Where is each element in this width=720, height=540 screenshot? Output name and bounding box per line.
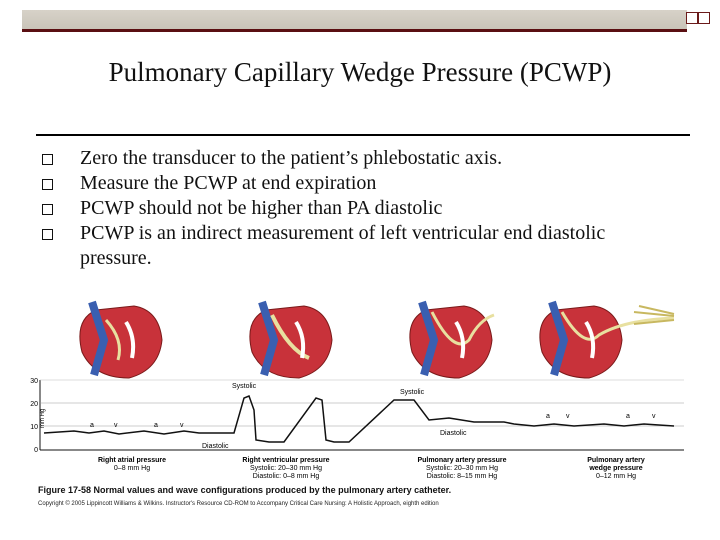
- bullet-text: Measure the PCWP at end expiration: [80, 172, 377, 194]
- segment-range: wedge pressure: [588, 465, 642, 472]
- segment-range: 0–8 mm Hg: [114, 465, 150, 472]
- square-bullet-icon: [42, 204, 53, 215]
- wave-letter: v: [180, 422, 184, 429]
- pressure-axis: 30 20 10 0 mm Hg: [30, 378, 684, 454]
- segment-range: Diastolic: 8–15 mm Hg: [427, 473, 498, 480]
- wave-letter: a: [90, 422, 94, 429]
- figure-caption: Figure 17-58 Normal values and wave conf…: [38, 485, 452, 495]
- segment-range: 0–12 mm Hg: [596, 473, 636, 480]
- segment-label: Pulmonary artery pressure: [417, 457, 506, 464]
- segment-label: Pulmonary artery: [587, 457, 645, 464]
- wave-letter: a: [546, 413, 550, 420]
- y-axis-unit: mm Hg: [40, 409, 46, 428]
- heart-illustration-pulmonary-artery: [409, 300, 495, 379]
- bullet-item: PCWP should not be higher than PA diasto…: [40, 196, 680, 221]
- bullet-text: PCWP should not be higher than PA diasto…: [80, 197, 443, 219]
- segment-range: Systolic: 20–30 mm Hg: [426, 465, 498, 472]
- segment-label: Right ventricular pressure: [242, 457, 329, 464]
- systolic-label: Systolic: [232, 383, 257, 390]
- square-bullet-icon: [42, 179, 53, 190]
- slide-title: Pulmonary Capillary Wedge Pressure (PCWP…: [108, 57, 612, 87]
- y-tick-label: 10: [30, 424, 38, 431]
- square-bullet-icon: [42, 229, 53, 240]
- bullet-text: PCWP is an indirect measurement of left …: [80, 222, 606, 269]
- heart-illustration-right-atrium: [79, 300, 163, 379]
- segment-range: Diastolic: 0–8 mm Hg: [253, 473, 320, 480]
- wave-letter: v: [114, 422, 118, 429]
- slide-top-bar: [22, 10, 687, 32]
- segment-range: Systolic: 20–30 mm Hg: [250, 465, 322, 472]
- square-bullet-icon: [42, 154, 53, 165]
- wave-letter: v: [652, 413, 656, 420]
- wave-letter: v: [566, 413, 570, 420]
- pressure-waveform: [43, 395, 675, 443]
- heart-illustration-right-ventricle: [249, 300, 333, 379]
- bullet-list: Zero the transducer to the patient’s phl…: [40, 146, 680, 271]
- heart-illustration-wedge: [539, 300, 675, 379]
- wave-letter: a: [154, 422, 158, 429]
- bullet-item: PCWP is an indirect measurement of left …: [40, 221, 680, 271]
- wave-letter: a: [626, 413, 630, 420]
- systolic-label: Systolic: [400, 389, 425, 396]
- segment-label: Right atrial pressure: [98, 457, 166, 464]
- pa-catheter-figure: 30 20 10 0 mm Hg Systolic Systolic Diast…: [30, 300, 684, 480]
- figure-credit: Copyright © 2005 Lippincott Williams & W…: [38, 501, 439, 507]
- diastolic-label: Diastolic: [440, 430, 467, 437]
- diastolic-label: Diastolic: [202, 443, 229, 450]
- top-right-square-icon-2: [698, 12, 710, 24]
- bullet-item: Zero the transducer to the patient’s phl…: [40, 146, 680, 171]
- bullet-text: Zero the transducer to the patient’s phl…: [80, 147, 503, 169]
- y-tick-label: 30: [30, 378, 38, 385]
- top-right-square-icon: [686, 12, 698, 24]
- title-divider: [36, 134, 690, 136]
- y-tick-label: 0: [34, 447, 38, 454]
- y-tick-label: 20: [30, 401, 38, 408]
- bullet-item: Measure the PCWP at end expiration: [40, 171, 680, 196]
